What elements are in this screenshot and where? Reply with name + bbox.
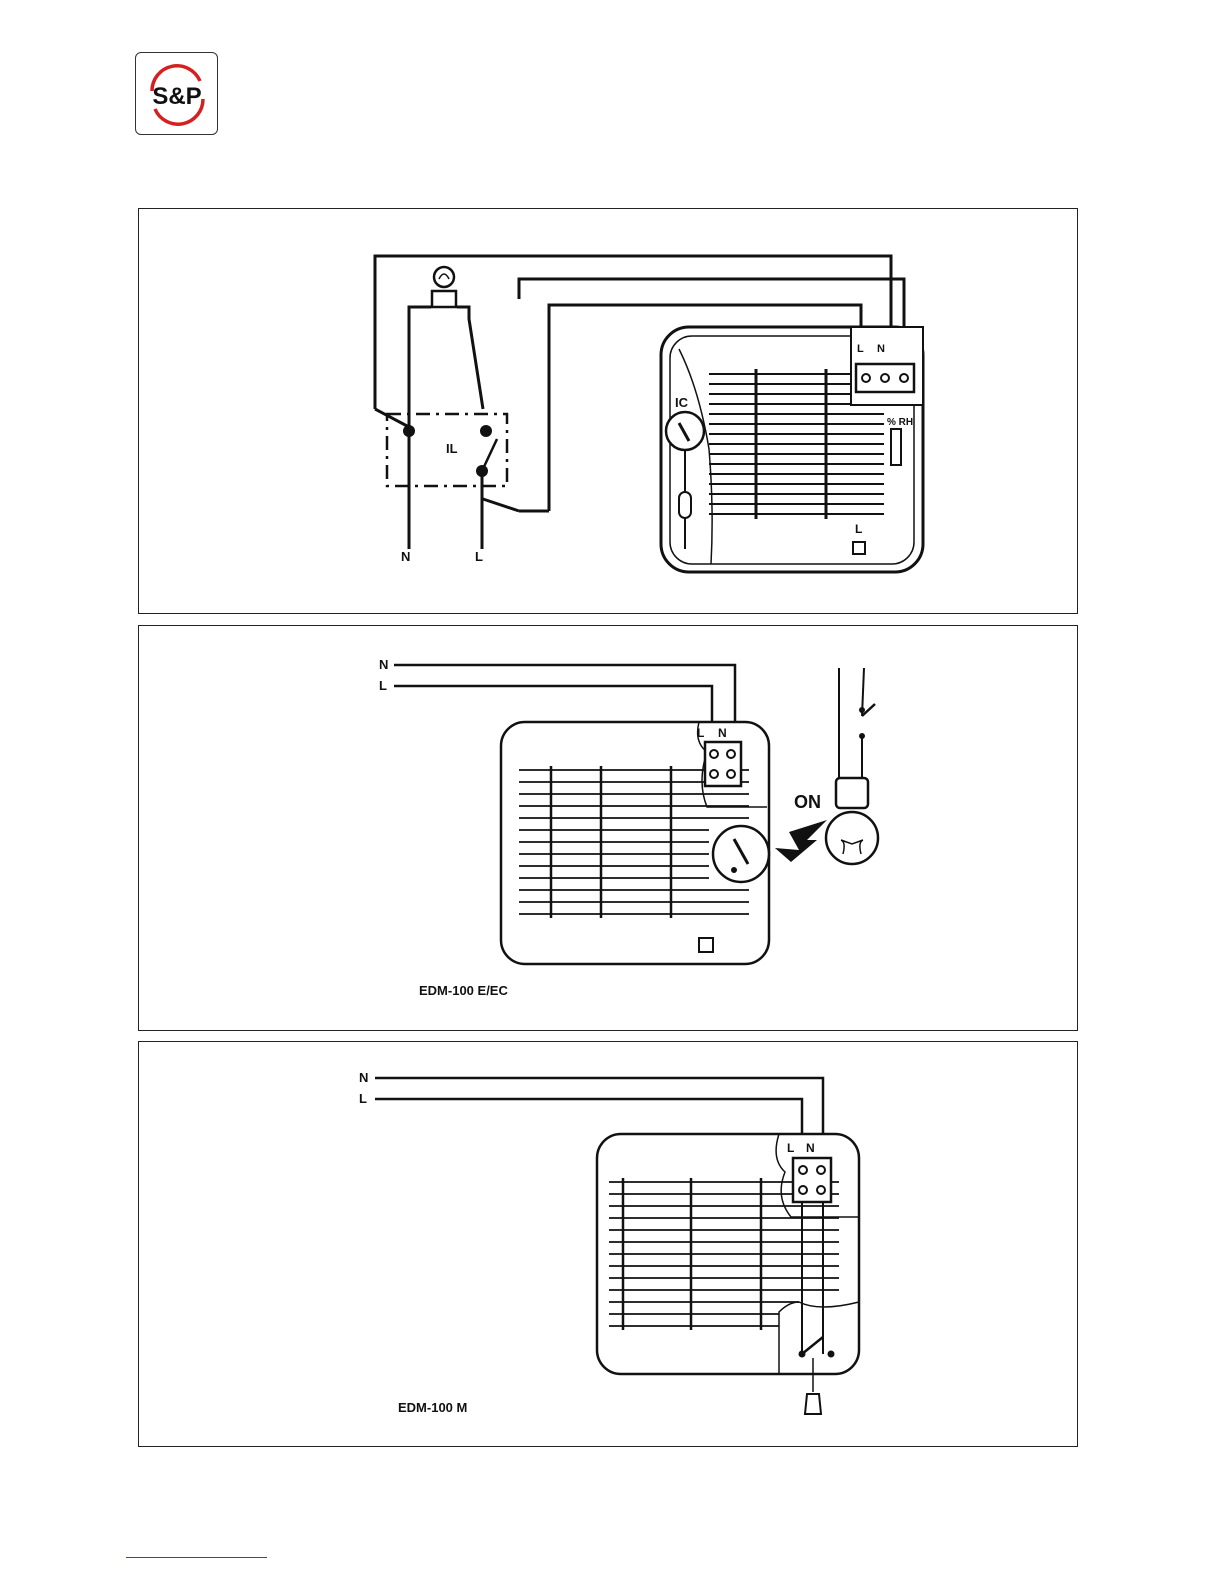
rh-label: % RH — [887, 417, 913, 428]
fan-unit-2: L N — [501, 722, 769, 964]
neutral-label: N — [379, 657, 388, 672]
pilot-light-icon — [853, 542, 865, 554]
diagram-2-drawing: N L L N — [139, 626, 1079, 1032]
model-caption: EDM-100 M — [398, 1400, 467, 1415]
terminal-n-label: N — [718, 726, 727, 740]
pilot-label: L — [855, 522, 862, 536]
wiring-diagram-edm100-e-ec: N L L N — [138, 625, 1078, 1031]
live-label: L — [475, 549, 483, 564]
sp-logo: S&P — [135, 52, 218, 135]
terminal-l-label: L — [857, 343, 864, 355]
lightning-arrow-icon — [775, 820, 827, 862]
ic-label: IC — [675, 395, 689, 410]
live-label: L — [379, 678, 387, 693]
terminal-n-label: N — [877, 343, 885, 355]
neutral-label: N — [359, 1070, 368, 1085]
fan-unit-3: L N — [597, 1134, 859, 1374]
terminal-block — [705, 742, 741, 786]
wiring-diagram-humidistat: IL N L IC — [138, 208, 1078, 614]
live-label: L — [359, 1091, 367, 1106]
il-label: IL — [446, 441, 458, 456]
wiring-diagram-edm100-m: N L L N — [138, 1041, 1078, 1447]
footer-link-underline — [126, 1557, 267, 1558]
pilot-light-icon — [699, 938, 713, 952]
model-caption: EDM-100 E/EC — [419, 983, 508, 998]
diagram-3-drawing: N L L N — [139, 1042, 1079, 1448]
logo-text: S&P — [152, 83, 201, 110]
light-bulb-icon — [826, 668, 878, 864]
lamp-icon — [432, 267, 456, 307]
il-switch-contact — [482, 439, 497, 471]
terminal-l-label: L — [787, 1141, 794, 1155]
terminal-l-label: L — [697, 726, 704, 740]
rh-adjuster-icon — [891, 429, 901, 465]
fan-unit-1: IC L N % RH L — [661, 327, 923, 572]
terminal-n-label: N — [806, 1141, 815, 1155]
on-label: ON — [794, 792, 821, 812]
terminal-block — [793, 1158, 831, 1202]
terminal-block — [856, 364, 914, 392]
sp-logo-mark: S&P — [136, 53, 219, 136]
diagram-1-drawing: IL N L IC — [139, 209, 1079, 615]
neutral-label: N — [401, 549, 410, 564]
